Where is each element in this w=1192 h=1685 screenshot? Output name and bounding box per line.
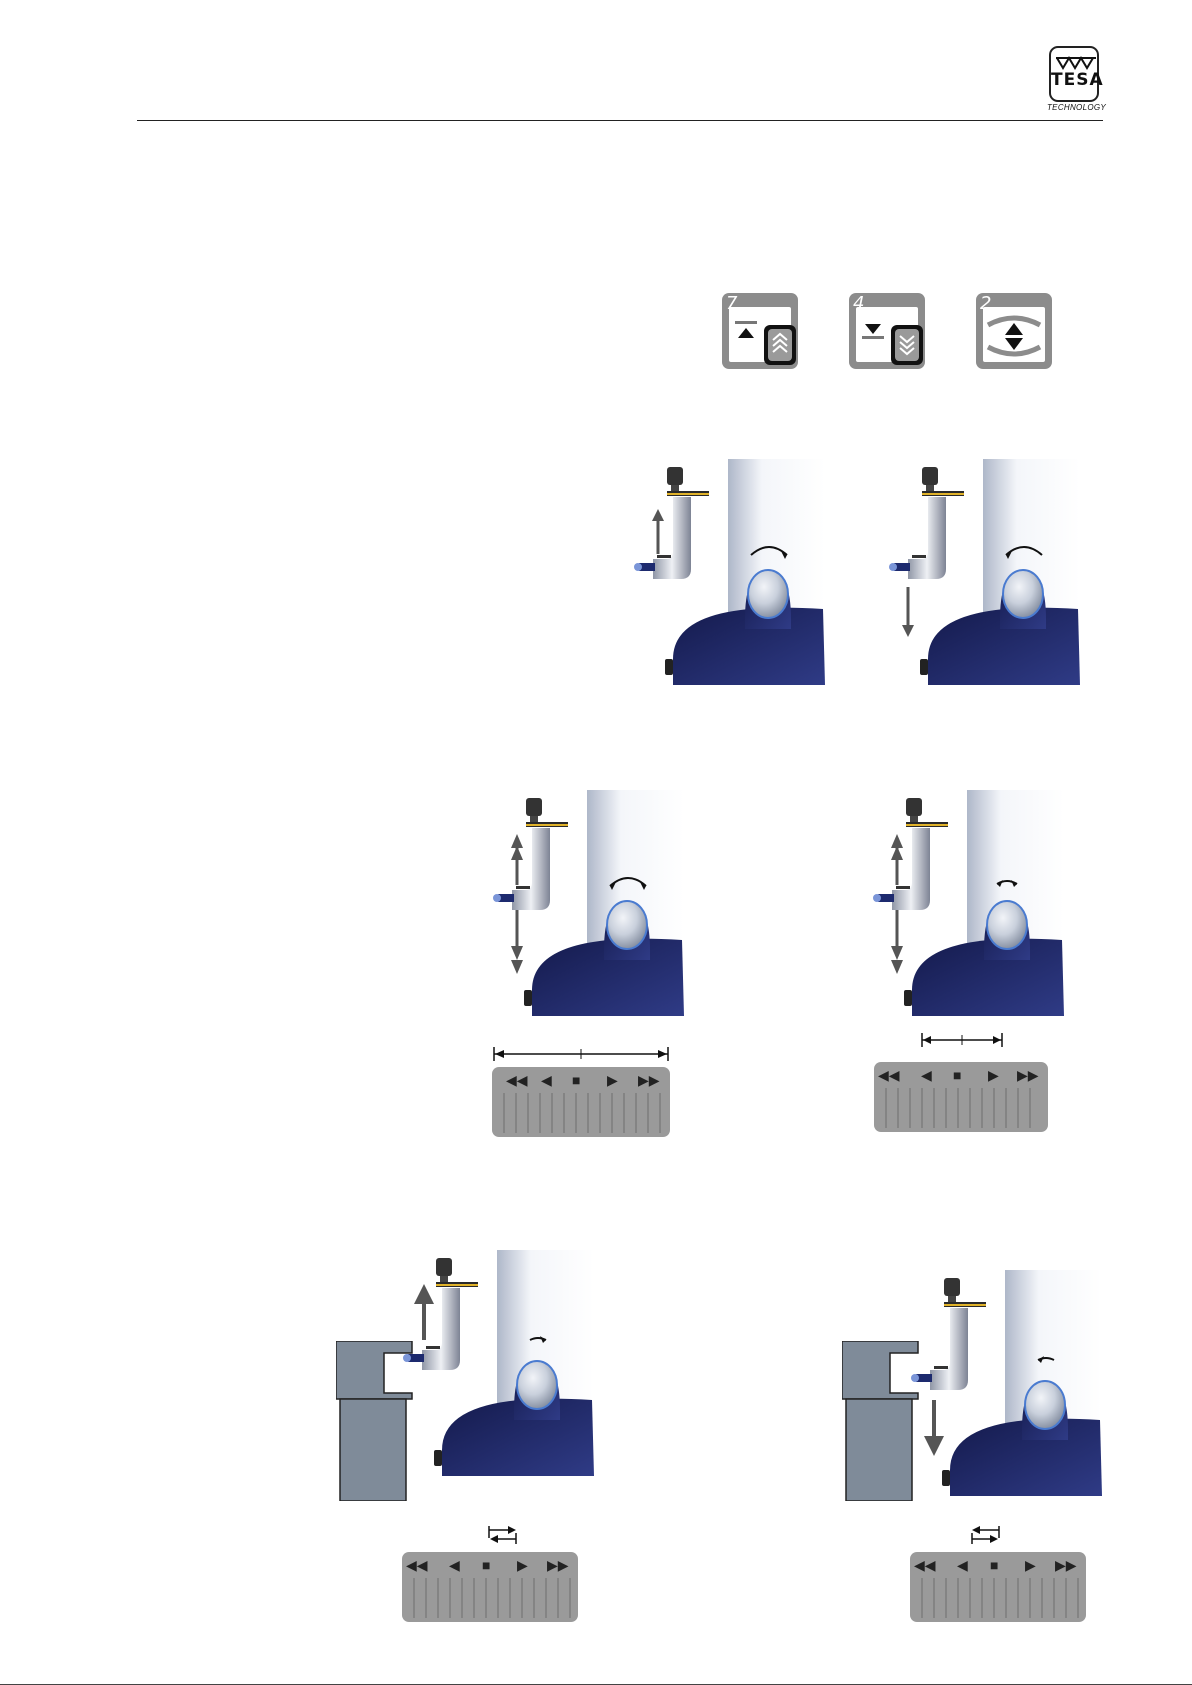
fast-up-key[interactable]: 7 xyxy=(720,291,800,371)
tesa-logo: TESA TECHNOLOGY xyxy=(1047,46,1103,112)
keypad-stop: ■ xyxy=(953,1067,961,1083)
keypad-fast-right: ▶▶ xyxy=(1055,1557,1077,1573)
key-number: 7 xyxy=(726,293,737,314)
logo-tagline: TECHNOLOGY xyxy=(1047,103,1103,112)
keypad-fast-right: ▶▶ xyxy=(1017,1067,1039,1083)
keypad-fast-right: ▶▶ xyxy=(638,1072,660,1088)
probe-keypad-narrow: ◀◀ ◀ ■ ▶ ▶▶ xyxy=(874,1062,1048,1132)
keypad-fast-left: ◀◀ xyxy=(914,1557,936,1573)
device-fast-up-illustration xyxy=(633,459,825,685)
device-probing-narrow-illustration xyxy=(872,790,1064,1016)
keypad-right: ▶ xyxy=(517,1557,528,1573)
keypad-right: ▶ xyxy=(607,1072,618,1088)
device-probing-wide-illustration xyxy=(492,790,684,1016)
keypad-fast-left: ◀◀ xyxy=(506,1072,528,1088)
keypad-fast-right: ▶▶ xyxy=(547,1557,569,1573)
range-ruler-wide xyxy=(492,1046,670,1062)
keypad-stop: ■ xyxy=(990,1557,998,1573)
keypad-left: ◀ xyxy=(921,1067,932,1083)
probe-keypad-wide: ◀◀ ◀ ■ ▶ ▶▶ xyxy=(492,1067,670,1137)
keypad-left: ◀ xyxy=(957,1557,968,1573)
device-probe-down-illustration xyxy=(910,1270,1102,1496)
keypad-fast-left: ◀◀ xyxy=(406,1557,428,1573)
header-rule xyxy=(137,120,1103,121)
key-number: 2 xyxy=(980,293,991,314)
keypad-stop: ■ xyxy=(482,1557,490,1573)
fast-down-key[interactable]: 4 xyxy=(847,291,927,371)
keypad-stop: ■ xyxy=(572,1072,580,1088)
device-probe-up-illustration xyxy=(402,1250,594,1476)
keypad-fast-left: ◀◀ xyxy=(878,1067,900,1083)
key-number: 4 xyxy=(853,293,864,314)
keypad-left: ◀ xyxy=(541,1072,552,1088)
probe-keypad-left: ◀◀ ◀ ■ ▶ ▶▶ xyxy=(402,1552,578,1622)
keypad-left: ◀ xyxy=(449,1557,460,1573)
direction-indicator-right xyxy=(968,1524,1002,1546)
arrow-up-icon xyxy=(652,509,664,521)
probe-keypad-right: ◀◀ ◀ ■ ▶ ▶▶ xyxy=(910,1552,1086,1622)
workpiece-right xyxy=(842,1341,920,1501)
keypad-right: ▶ xyxy=(988,1067,999,1083)
device-fast-down-illustration xyxy=(888,459,1080,685)
range-ruler-narrow xyxy=(920,1032,1004,1048)
keypad-right: ▶ xyxy=(1025,1557,1036,1573)
direction-indicator-left xyxy=(486,1524,520,1546)
arrow-down-icon xyxy=(902,625,914,637)
probing-key[interactable]: 2 xyxy=(974,291,1054,371)
logo-brand: TESA xyxy=(1051,70,1101,90)
